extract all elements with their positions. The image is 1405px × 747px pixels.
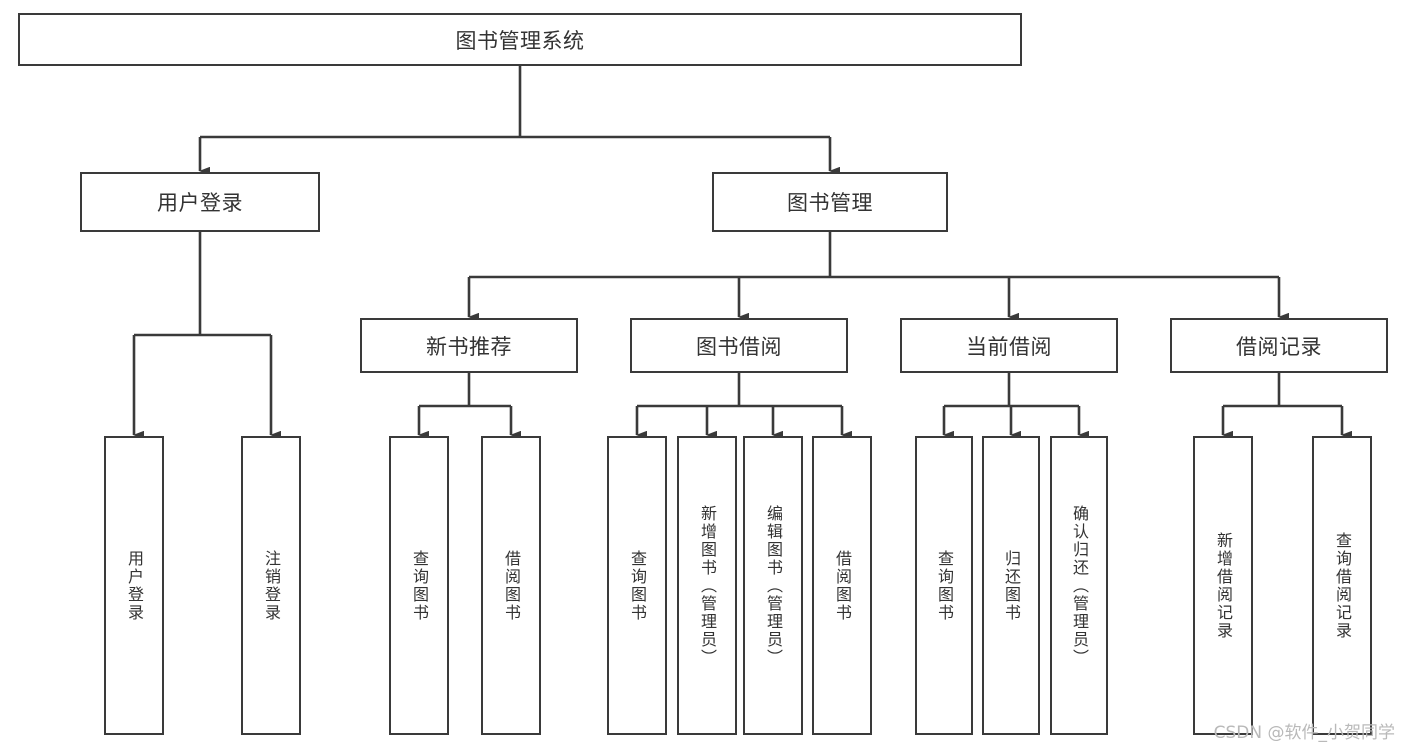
node-label: 借阅记录	[1236, 334, 1322, 359]
leaf-query-borrow-record[interactable]: 查询借阅记录	[1312, 436, 1372, 735]
node-label: 新增图书（管理员）	[698, 504, 717, 667]
leaf-add-book-admin[interactable]: 新增图书（管理员）	[677, 436, 737, 735]
node-book-management[interactable]: 图书管理	[712, 172, 948, 232]
node-label: 图书管理系统	[455, 28, 585, 53]
leaf-logout-login[interactable]: 注销登录	[241, 436, 301, 735]
node-label: 归还图书	[1002, 549, 1021, 622]
node-user-login[interactable]: 用户登录	[80, 172, 320, 232]
node-borrow-records[interactable]: 借阅记录	[1170, 318, 1388, 373]
node-label: 查询图书	[935, 549, 954, 622]
node-root-book-management-system[interactable]: 图书管理系统	[18, 13, 1022, 66]
node-label: 图书管理	[787, 191, 873, 215]
node-label: 查询借阅记录	[1333, 531, 1352, 640]
node-current-borrow[interactable]: 当前借阅	[900, 318, 1118, 373]
node-label: 查询图书	[410, 549, 429, 622]
node-label: 编辑图书（管理员）	[764, 504, 783, 667]
node-label: 确认归还（管理员）	[1070, 504, 1089, 667]
node-label: 图书借阅	[696, 334, 782, 359]
leaf-borrow-book-recommend[interactable]: 借阅图书	[481, 436, 541, 735]
leaf-user-login[interactable]: 用户登录	[104, 436, 164, 735]
node-label: 新增借阅记录	[1214, 531, 1233, 640]
node-label: 用户登录	[125, 549, 144, 622]
leaf-edit-book-admin[interactable]: 编辑图书（管理员）	[743, 436, 803, 735]
node-book-borrow[interactable]: 图书借阅	[630, 318, 848, 373]
leaf-query-book-current[interactable]: 查询图书	[915, 436, 973, 735]
leaf-return-book[interactable]: 归还图书	[982, 436, 1040, 735]
leaf-add-borrow-record[interactable]: 新增借阅记录	[1193, 436, 1253, 735]
node-new-book-recommend[interactable]: 新书推荐	[360, 318, 578, 373]
leaf-borrow-book-borrow[interactable]: 借阅图书	[812, 436, 872, 735]
node-label: 注销登录	[262, 549, 281, 622]
node-label: 新书推荐	[426, 334, 512, 359]
node-label: 借阅图书	[833, 549, 852, 622]
node-label: 查询图书	[628, 549, 647, 622]
leaf-query-book-recommend[interactable]: 查询图书	[389, 436, 449, 735]
node-label: 当前借阅	[966, 334, 1052, 359]
node-label: 借阅图书	[502, 549, 521, 622]
node-label: 用户登录	[157, 191, 243, 215]
leaf-confirm-return-admin[interactable]: 确认归还（管理员）	[1050, 436, 1108, 735]
leaf-query-book-borrow[interactable]: 查询图书	[607, 436, 667, 735]
